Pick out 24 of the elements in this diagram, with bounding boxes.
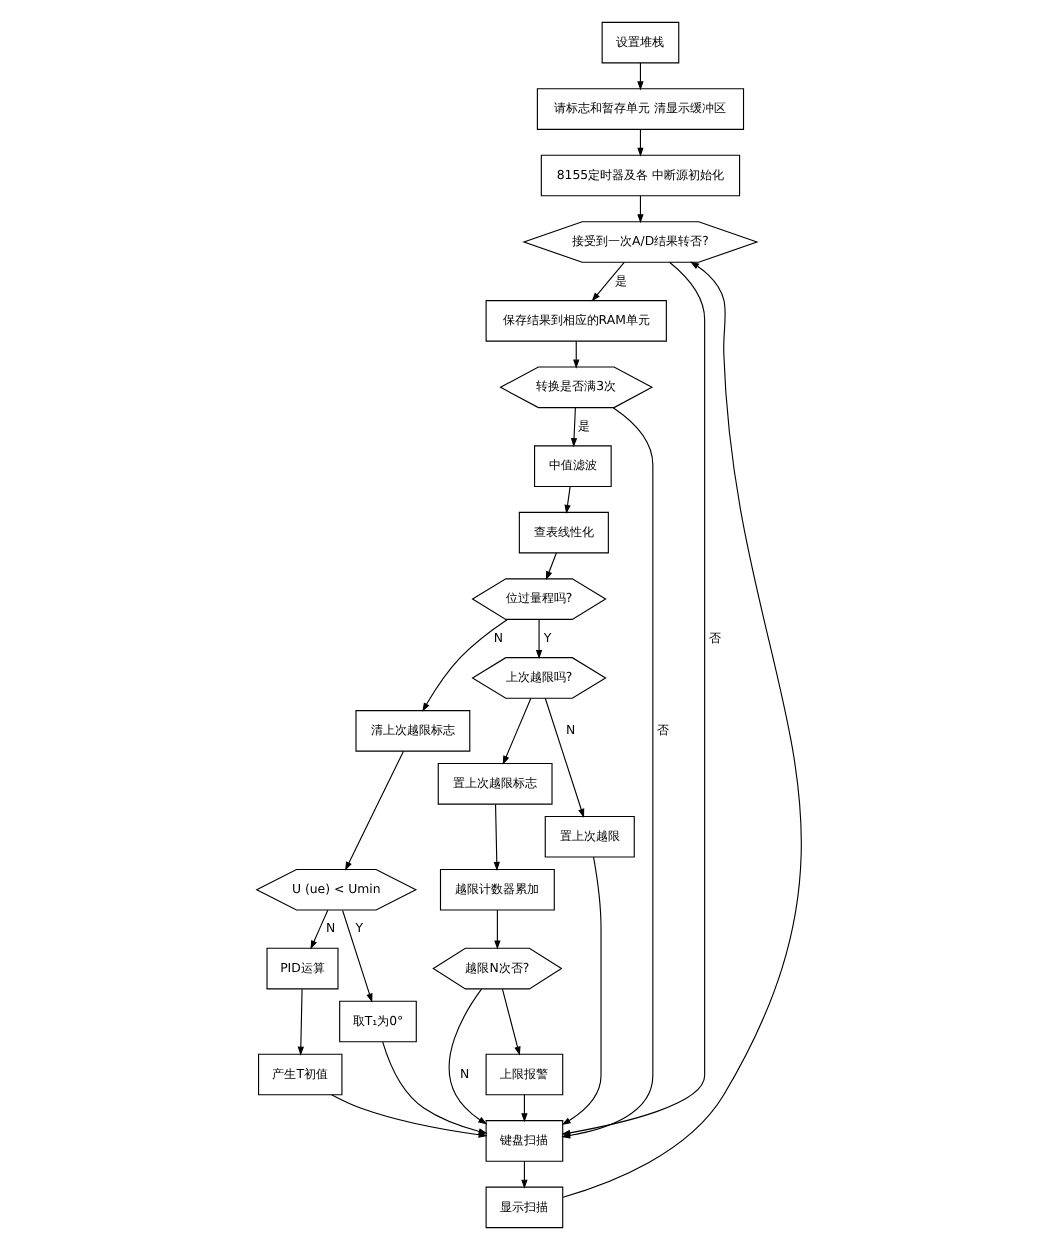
arrow: [637, 62, 644, 91]
arrow: [544, 697, 585, 818]
arrow: [494, 909, 501, 950]
arrow: [564, 486, 571, 514]
arrow: [310, 909, 329, 950]
arrow: [382, 1041, 488, 1135]
arrow: [637, 128, 644, 157]
arrow: [535, 619, 543, 659]
arrow: [493, 803, 500, 871]
arrow: [422, 618, 508, 712]
arrow: [501, 988, 521, 1056]
arrow: [545, 552, 557, 581]
arrow: [297, 988, 304, 1056]
arrow: [502, 698, 532, 765]
arrow: [342, 909, 373, 1003]
arrow: [521, 1094, 528, 1123]
arrow: [561, 856, 602, 1125]
arrow: [521, 1160, 528, 1189]
arrow: [637, 195, 644, 224]
arrow: [591, 261, 625, 302]
arrow: [345, 750, 405, 871]
arrow: [448, 988, 488, 1125]
arrow: [570, 407, 578, 448]
arrow: [573, 340, 580, 369]
